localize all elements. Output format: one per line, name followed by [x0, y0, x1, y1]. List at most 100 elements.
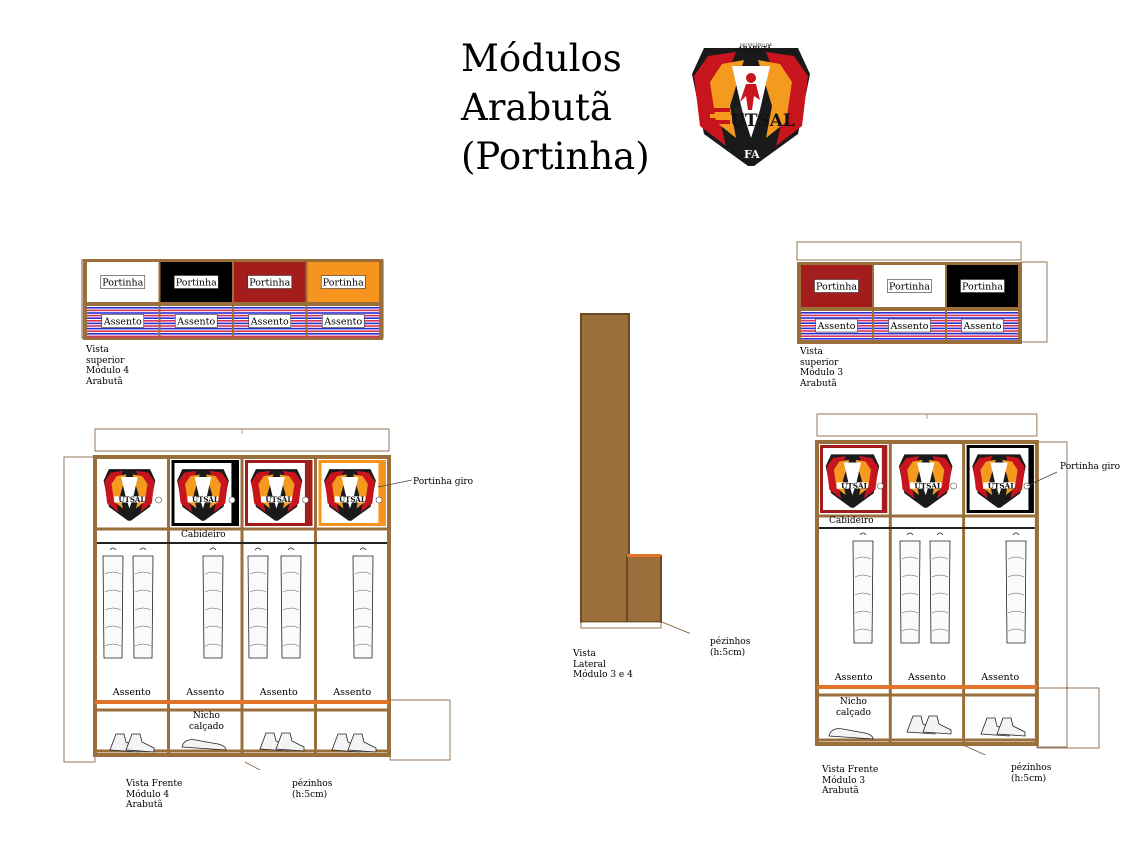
module3-top-caption: Vista superior Módulo 3 Arabutã	[800, 347, 844, 389]
title-line-1: Módulos	[461, 37, 622, 80]
hanger	[139, 547, 147, 551]
garment	[202, 547, 224, 659]
logo-badge	[921, 495, 930, 506]
door-label: Portinha	[176, 278, 217, 289]
garment-fold	[249, 643, 267, 647]
seat-label: Assento	[963, 321, 1002, 332]
shoe-right	[347, 733, 377, 753]
garment-fold	[854, 610, 872, 614]
garment-fold	[931, 556, 949, 560]
garment-body	[132, 555, 154, 659]
garment-fold	[104, 589, 122, 593]
seat-label: Assento	[103, 317, 142, 328]
shoe-pair	[980, 717, 1026, 737]
garment-fold	[282, 625, 300, 629]
garment	[852, 532, 874, 644]
door-knob	[228, 496, 236, 504]
seat-stripe	[874, 312, 945, 314]
door-label-box	[247, 275, 293, 289]
hanger	[859, 532, 867, 536]
seat-stripe	[160, 335, 232, 338]
hanger	[109, 547, 117, 551]
logo-center	[121, 477, 138, 509]
door-logo: UTSAL	[174, 463, 232, 523]
garment	[280, 547, 302, 659]
seat-stripe	[87, 307, 159, 309]
seat-stripe	[160, 307, 232, 309]
seat-stripe	[160, 333, 232, 335]
seat-stripe	[874, 314, 945, 317]
seat-cushion	[160, 306, 232, 338]
garment	[102, 547, 124, 659]
seat-stripe	[234, 327, 306, 330]
seat-label: Assento	[112, 687, 151, 698]
seat-label-box	[101, 314, 145, 328]
door-label-box	[173, 275, 219, 289]
side-view-caption: Vista Lateral Módulo 3 e 4	[573, 649, 633, 680]
seat-outline	[1036, 687, 1100, 749]
logo-center	[990, 462, 1008, 496]
logo-word: UTSAL	[266, 495, 293, 504]
logo-badge	[125, 508, 134, 520]
garment-fold	[134, 571, 152, 575]
title-line-2: Arabutã	[461, 86, 612, 129]
door-knob	[950, 482, 957, 490]
garment-fold	[854, 592, 872, 596]
logo-band	[836, 482, 869, 489]
garment	[1005, 532, 1027, 644]
page-title: Módulos Arabutã (Portinha)	[461, 34, 650, 181]
door-knob	[302, 496, 309, 504]
garment-fold	[1007, 556, 1025, 560]
garment-fold	[1007, 592, 1025, 596]
seat-stripe	[234, 309, 306, 312]
logo-town-text: ARABUTÃ	[737, 46, 772, 53]
logo-center	[341, 477, 359, 509]
seat-stripe	[947, 314, 1018, 317]
garment-fold	[282, 643, 300, 647]
garment-fold	[104, 643, 122, 647]
seat-label: Assento	[250, 317, 289, 328]
door-label-box	[100, 275, 146, 289]
garment-fold	[204, 589, 222, 593]
seat-outline	[389, 699, 451, 761]
garment-body	[899, 540, 921, 644]
seat-label-box	[888, 318, 931, 333]
garment-fold	[104, 625, 122, 629]
garment-fold	[204, 607, 222, 611]
module4-door-label: Portinha giro	[413, 477, 474, 487]
logo-word: UTSAL	[119, 495, 146, 504]
seat-stripe	[234, 333, 306, 335]
module3-niche-label: Nicho calçado	[836, 697, 871, 718]
seat-stripe	[801, 314, 872, 317]
logo-center	[268, 477, 285, 509]
door-label: Portinha	[102, 278, 143, 289]
logo-word: UTSAL	[988, 481, 1016, 490]
garment-body	[102, 555, 124, 659]
seat-stripe	[874, 338, 945, 340]
seat-stripe	[307, 309, 379, 312]
hanger	[1012, 532, 1020, 536]
garment-fold	[134, 643, 152, 647]
garment-fold	[134, 625, 152, 629]
garment-fold	[901, 592, 919, 596]
title-line-3: (Portinha)	[461, 135, 650, 178]
garment	[132, 547, 154, 659]
garment-fold	[134, 607, 152, 611]
seat-stripe	[87, 333, 159, 335]
garment-body	[1005, 540, 1027, 644]
seat-label: Assento	[907, 672, 946, 683]
logo-main-text: UTSAL	[730, 111, 795, 131]
door-knob	[877, 482, 884, 490]
garment-fold	[1007, 574, 1025, 578]
seat-label: Assento	[332, 687, 371, 698]
seat-label-box	[174, 314, 218, 328]
seat-stripe	[801, 338, 872, 340]
door-knob	[155, 496, 162, 504]
logo-band	[261, 496, 292, 503]
module3-feet-label: pézinhos (h:5cm)	[1011, 763, 1052, 784]
garment-body	[929, 540, 951, 644]
door-label: Portinha	[816, 282, 857, 293]
garment-fold	[931, 610, 949, 614]
